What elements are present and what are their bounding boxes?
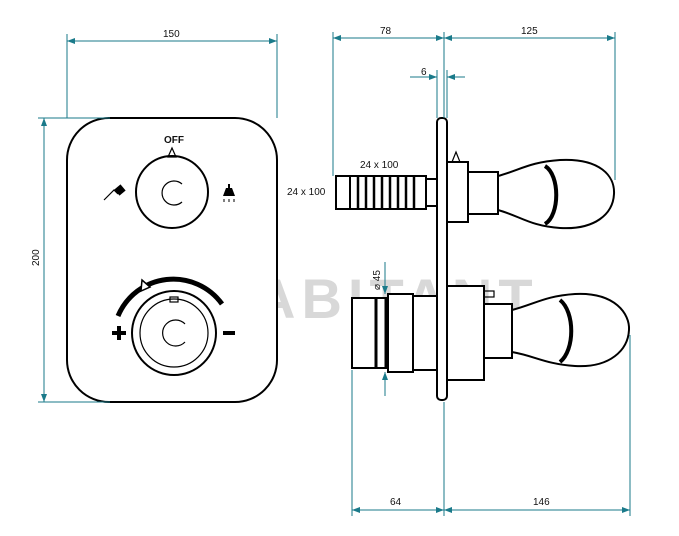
hand-shower-icon	[103, 184, 126, 201]
temperature-arc	[115, 276, 225, 317]
lower-knob-marker	[483, 290, 495, 298]
upper-valve-collar	[425, 178, 438, 207]
off-label: OFF	[164, 135, 184, 146]
overhead-shower-icon	[223, 184, 235, 202]
lower-valve-body	[387, 293, 414, 373]
dimensions: 150 200 78 125 6 24 x 100 24 x 100	[31, 26, 631, 516]
upper-knob-shading	[543, 164, 559, 226]
dim-plate-height: 200	[31, 249, 42, 266]
stop-pointer	[140, 278, 152, 293]
lower-valve-collar	[412, 295, 438, 371]
diverter-knob	[135, 155, 209, 229]
upper-knob-pointer	[451, 150, 461, 163]
temperature-arc-inner	[123, 286, 217, 321]
lower-knob-body	[483, 303, 513, 359]
dim-depth-lower-back: 146	[533, 497, 550, 508]
dim-plate-thickness: 6	[421, 67, 427, 78]
upper-pipe-end	[335, 175, 351, 210]
lower-knob-shading	[558, 298, 574, 364]
upper-knob-stem	[446, 161, 469, 223]
dim-depth-back: 125	[521, 26, 538, 37]
upper-knob-body	[467, 171, 499, 215]
lower-knob-stem	[446, 285, 485, 381]
thermostatic-knob	[131, 290, 217, 376]
off-pointer	[167, 146, 177, 158]
upper-pipe-threads	[356, 176, 416, 209]
thermostatic-knob-inner	[139, 298, 209, 368]
c-symbol-bottom	[162, 319, 186, 347]
side-view	[335, 117, 631, 401]
dim-diameter: ⌀ 45	[372, 270, 383, 290]
front-view: OFF	[66, 117, 278, 403]
temp-marker	[169, 296, 179, 303]
dim-pipe-side: 24 x 100	[287, 187, 326, 198]
lower-cartridge	[351, 297, 389, 369]
dim-pipe-upper: 24 x 100	[360, 160, 399, 171]
lower-cartridge-lines	[374, 298, 388, 368]
dim-depth-lower-front: 64	[390, 497, 402, 508]
plus-icon	[112, 326, 126, 340]
c-symbol-top	[161, 180, 183, 206]
dim-depth-front: 78	[380, 26, 392, 37]
minus-icon	[223, 331, 235, 335]
wall-plate-side	[436, 117, 448, 401]
dim-plate-width: 150	[163, 29, 180, 40]
